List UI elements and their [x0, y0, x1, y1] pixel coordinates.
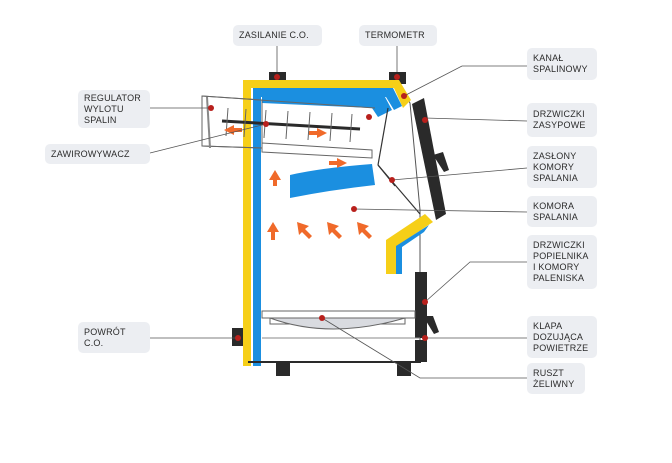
arrow-top-right: [309, 128, 327, 138]
foot-right: [397, 362, 411, 376]
label-chamber-shields-text: ZASŁONY KOMORY SPALANIA: [533, 150, 578, 183]
arrow-diag-1: [297, 222, 312, 239]
ash-door-latch: [423, 316, 439, 334]
label-grate: RUSZT ŻELIWNY: [527, 363, 585, 394]
label-turbulator-text: ZAWIROWYWACZ: [51, 148, 130, 159]
arrow-diag-3: [357, 222, 372, 239]
label-air-flap: KLAPA DOZUJĄCA POWIETRZE: [527, 316, 597, 358]
label-return-text: POWRÓT C.O.: [84, 326, 126, 348]
label-flue-channel: KANAŁ SPALINOWY: [527, 48, 597, 80]
loading-door: [412, 98, 446, 220]
arrow-up-1: [267, 222, 279, 240]
combustion-shield: [290, 164, 375, 198]
left-baffle: [261, 142, 373, 159]
front-blue-panel: [396, 225, 429, 274]
foot-left: [276, 362, 290, 376]
label-air-flap-text: KLAPA DOZUJĄCA POWIETRZE: [533, 320, 589, 353]
label-flue-channel-text: KANAŁ SPALINOWY: [533, 53, 588, 74]
arrow-up-left: [269, 170, 281, 186]
front-yellow-panel: [386, 214, 433, 274]
label-combustion-chamber-text: KOMORA SPALANIA: [533, 200, 578, 222]
label-supply-text: ZASILANIE C.O.: [239, 30, 309, 40]
label-turbulator: ZAWIROWYWACZ: [45, 144, 150, 164]
marker-dots: [208, 74, 428, 341]
label-flue-regulator-text: REGULATOR WYLOTU SPALIN: [84, 92, 141, 125]
label-return: POWRÓT C.O.: [78, 322, 150, 353]
label-loading-door: DRZWICZKI ZASYPOWE: [527, 103, 597, 137]
flue-bottom-line: [201, 145, 263, 149]
label-chamber-shields: ZASŁONY KOMORY SPALANIA: [527, 146, 597, 188]
label-ash-door-text: DRZWICZKI POPIELNIKA I KOMORY PALENISKA: [533, 240, 589, 283]
ash-door: [415, 272, 427, 338]
label-grate-text: RUSZT ŻELIWNY: [533, 367, 575, 389]
label-supply: ZASILANIE C.O.: [233, 25, 322, 46]
regulator-rod: [206, 96, 211, 149]
label-loading-door-text: DRZWICZKI ZASYPOWE: [533, 109, 586, 130]
arrow-diag-2: [327, 222, 342, 239]
flue-top-line: [201, 95, 376, 109]
label-combustion-chamber: KOMORA SPALANIA: [527, 196, 597, 227]
label-thermometer-text: TERMOMETR: [365, 30, 425, 40]
flow-arrows: [224, 125, 372, 240]
arrow-mid-right: [329, 158, 347, 168]
arrow-flue-out: [224, 125, 242, 135]
leader-lines: [149, 46, 528, 379]
label-ash-door: DRZWICZKI POPIELNIKA I KOMORY PALENISKA: [527, 235, 597, 289]
air-flap: [415, 340, 427, 362]
label-flue-regulator: REGULATOR WYLOTU SPALIN: [78, 90, 150, 128]
loading-door-handle: [433, 152, 449, 172]
label-thermometer: TERMOMETR: [359, 25, 437, 46]
grate-frame: [261, 310, 416, 325]
